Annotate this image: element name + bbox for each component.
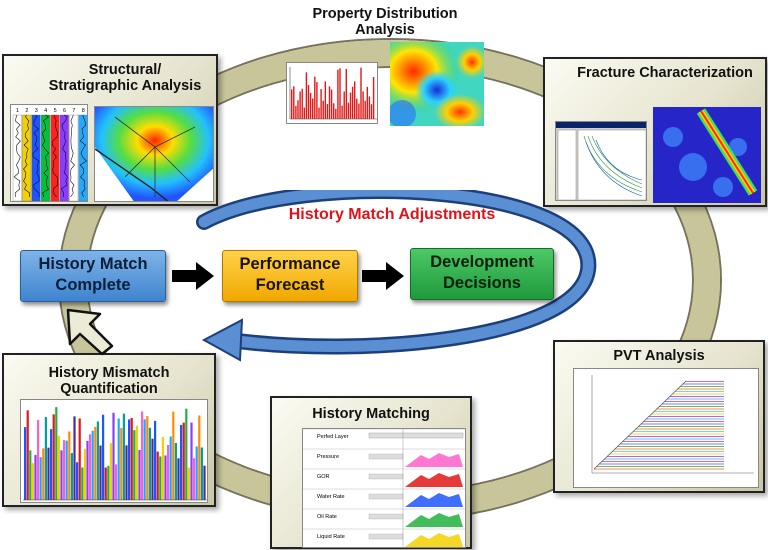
svg-text:6: 6 [63, 108, 66, 114]
performance-forecast-box: Performance Forecast [222, 250, 358, 302]
svg-text:4: 4 [44, 108, 47, 114]
mismatch-title: History Mismatch Quantification [48, 365, 170, 397]
adjustment-loop-arrow [196, 190, 597, 362]
property-distribution-title: Property Distribution Analysis [312, 6, 458, 38]
mismatch-chart-image [20, 399, 208, 503]
fracture-map-image [653, 107, 761, 203]
development-decisions-box: Development Decisions [410, 248, 554, 300]
svg-text:1: 1 [16, 108, 19, 114]
history-match-adjustments-label: History Match Adjustments [288, 206, 496, 223]
pvt-analysis-panel: PVT Analysis [553, 340, 765, 493]
history-mismatch-panel: History Mismatch Quantification [2, 353, 216, 507]
histogram-image [286, 62, 378, 124]
arrow-up-left-icon [66, 308, 114, 356]
history-matching-title: History Matching [312, 406, 430, 422]
svg-text:3: 3 [35, 108, 38, 114]
svg-text:Pressure: Pressure [317, 454, 339, 460]
svg-text:Perfed Layer: Perfed Layer [317, 434, 349, 440]
svg-text:7: 7 [72, 108, 75, 114]
svg-text:Water Rate: Water Rate [317, 494, 345, 500]
svg-text:GOR: GOR [317, 474, 330, 480]
arrow-right-icon [362, 262, 404, 290]
property-map-image [390, 42, 484, 126]
fracture-characterization-panel: Fracture Characterization [543, 57, 767, 207]
fracture-title: Fracture Characterization [577, 65, 753, 81]
arrow-right-icon [172, 262, 214, 290]
history-match-complete-box: History Match Complete [20, 250, 166, 302]
pvt-title: PVT Analysis [613, 348, 705, 364]
fracture-software-image [555, 121, 647, 201]
svg-text:Liquid Rate: Liquid Rate [317, 534, 345, 540]
structure-map-image [94, 106, 214, 202]
structural-title: Structural/ Stratigraphic Analysis [48, 62, 202, 94]
pvt-chart-image [573, 368, 759, 488]
svg-text:2: 2 [25, 108, 28, 114]
svg-text:Oil Rate: Oil Rate [317, 514, 337, 520]
property-distribution-group: Property Distribution Analysis [270, 4, 500, 126]
svg-text:8: 8 [82, 108, 85, 114]
svg-text:5: 5 [54, 108, 57, 114]
